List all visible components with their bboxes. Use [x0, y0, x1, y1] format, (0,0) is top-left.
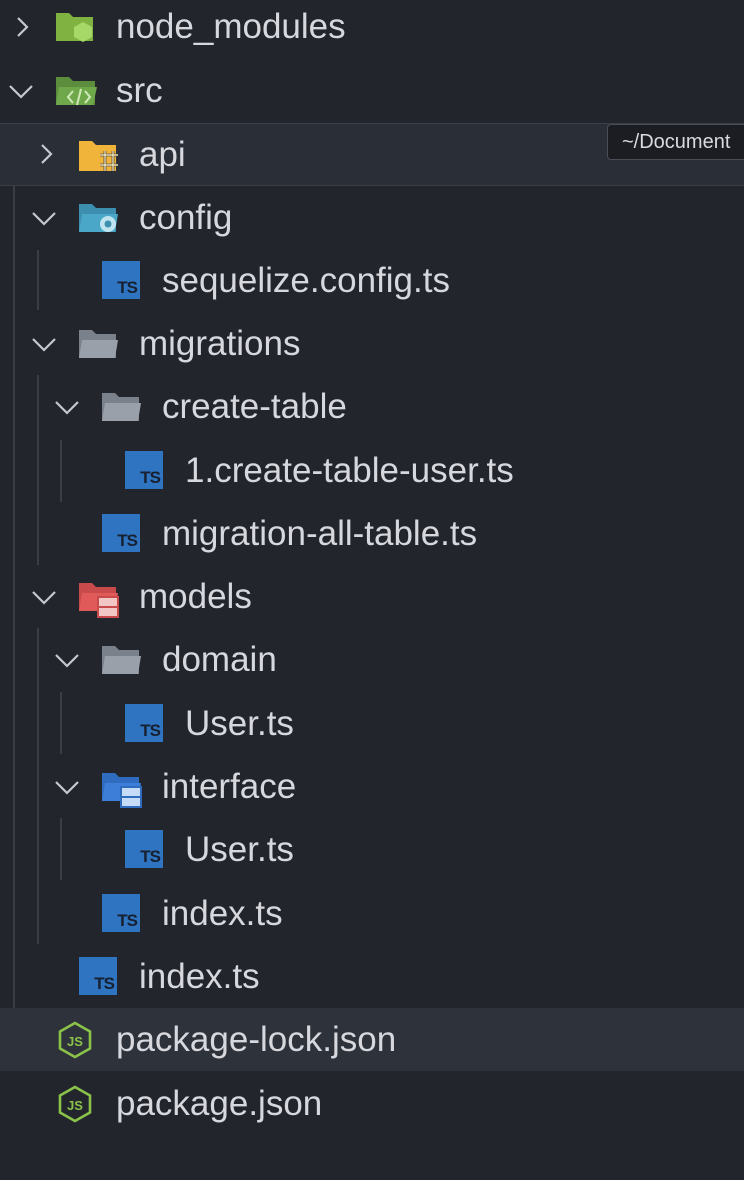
typescript-file-icon: TS — [125, 830, 165, 870]
tree-item-label: models — [139, 577, 252, 616]
folder-open-icon — [101, 640, 141, 680]
typescript-file-icon: TS — [102, 261, 142, 301]
tree-item-label: node_modules — [116, 7, 346, 46]
tree-item-label: migrations — [139, 324, 301, 363]
tree-item-label: domain — [162, 640, 277, 679]
tree-item-label: index.ts — [162, 894, 283, 933]
source-folder-icon — [55, 71, 97, 111]
indent-guide-config — [37, 250, 39, 310]
tree-item-label: src — [116, 71, 163, 110]
tree-item-sequelize-config[interactable]: TS sequelize.config.ts — [0, 249, 744, 312]
indent-guide-domain — [60, 692, 62, 754]
tree-item-models[interactable]: models — [0, 565, 744, 628]
tree-item-src-index[interactable]: TS index.ts — [0, 945, 744, 1008]
tree-item-create-table[interactable]: create-table — [0, 375, 744, 438]
tree-item-migrations[interactable]: migrations — [0, 312, 744, 375]
tree-item-package-json[interactable]: JS package.json — [0, 1072, 744, 1135]
chevron-down-icon[interactable] — [54, 775, 79, 799]
typescript-file-icon: TS — [125, 704, 165, 744]
tree-item-label: interface — [162, 767, 297, 806]
indent-guide-models — [37, 628, 39, 944]
tree-item-label: migration-all-table.ts — [162, 514, 478, 553]
tree-item-models-index[interactable]: TS index.ts — [0, 882, 744, 945]
tree-item-create-table-user[interactable]: TS 1.create-table-user.ts — [0, 439, 744, 502]
tree-item-migration-all-table[interactable]: TS migration-all-table.ts — [0, 502, 744, 565]
svg-text:JS: JS — [67, 1098, 83, 1113]
chevron-down-icon[interactable] — [31, 206, 56, 230]
config-folder-icon — [78, 198, 118, 238]
path-tooltip: ~/Document — [607, 124, 744, 160]
tree-item-label: create-table — [162, 387, 347, 426]
chevron-down-icon[interactable] — [54, 648, 79, 672]
tree-item-domain-user[interactable]: TS User.ts — [0, 692, 744, 755]
tree-item-label: package.json — [116, 1084, 323, 1123]
folder-open-icon — [101, 387, 141, 427]
typescript-file-icon: TS — [79, 957, 119, 997]
tree-item-src[interactable]: src — [0, 59, 744, 122]
models-folder-icon — [78, 577, 119, 618]
tree-item-node-modules[interactable]: node_modules — [0, 0, 744, 58]
tree-item-domain[interactable]: domain — [0, 628, 744, 691]
tree-item-interface[interactable]: interface — [0, 755, 744, 818]
indent-guide-interface — [60, 818, 62, 880]
chevron-down-icon[interactable] — [31, 332, 56, 356]
chevron-down-icon[interactable] — [54, 395, 79, 419]
indent-guide-migrations — [37, 375, 39, 565]
node-folder-icon — [55, 7, 95, 47]
typescript-file-icon: TS — [102, 514, 142, 554]
svg-text:JS: JS — [67, 1034, 83, 1049]
chevron-right-icon[interactable] — [10, 15, 34, 39]
typescript-file-icon: TS — [102, 894, 142, 934]
interface-folder-icon — [101, 767, 142, 808]
typescript-file-icon: TS — [125, 451, 165, 491]
tree-item-config[interactable]: config — [0, 186, 744, 249]
tree-item-label: api — [139, 135, 186, 174]
chevron-right-icon[interactable] — [34, 142, 58, 166]
tree-item-label: sequelize.config.ts — [162, 261, 450, 300]
nodejs-icon: JS — [55, 1020, 95, 1060]
indent-guide-src — [13, 123, 15, 1008]
nodejs-icon: JS — [55, 1084, 95, 1124]
indent-guide-create-table — [60, 440, 62, 502]
tree-item-label: index.ts — [139, 957, 260, 996]
tree-item-interface-user[interactable]: TS User.ts — [0, 818, 744, 881]
tree-item-label: 1.create-table-user.ts — [185, 451, 514, 490]
api-folder-icon — [78, 135, 118, 175]
folder-open-icon — [78, 324, 118, 364]
tree-item-label: User.ts — [185, 704, 294, 743]
tree-item-package-lock[interactable]: JS package-lock.json — [0, 1008, 744, 1071]
tree-item-label: User.ts — [185, 830, 294, 869]
chevron-down-icon[interactable] — [8, 79, 33, 103]
chevron-down-icon[interactable] — [31, 585, 56, 609]
tree-item-label: config — [139, 198, 233, 237]
tree-item-label: package-lock.json — [116, 1020, 397, 1059]
